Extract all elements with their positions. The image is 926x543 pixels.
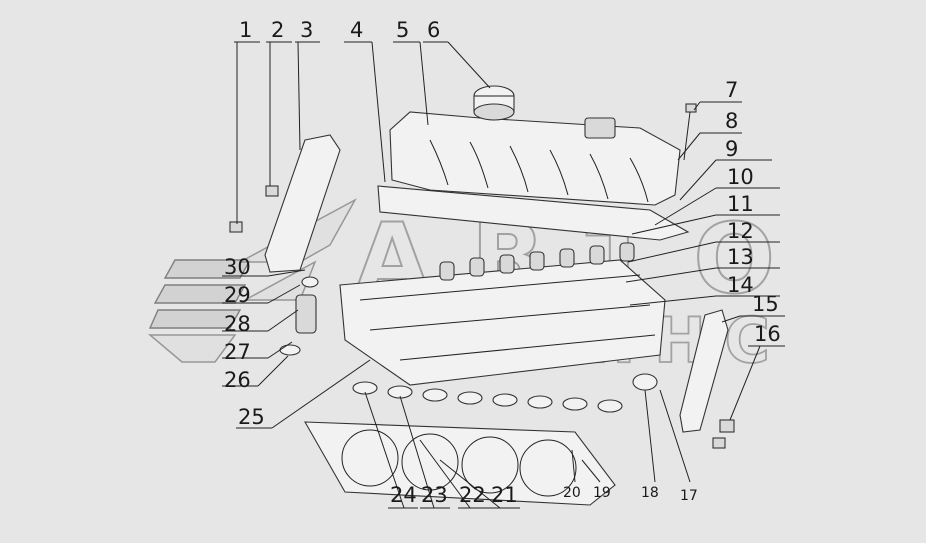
valve-seal-row bbox=[352, 373, 658, 413]
callout-15: 15 bbox=[752, 292, 779, 316]
cover-gasket bbox=[377, 185, 690, 241]
lifting-bracket-left bbox=[264, 134, 341, 273]
callout-13: 13 bbox=[727, 245, 754, 269]
callout-21: 21 bbox=[491, 483, 518, 507]
oil-filler-cap bbox=[473, 85, 515, 121]
watermark-stripe bbox=[148, 309, 242, 329]
callout-3: 3 bbox=[300, 18, 313, 42]
callout-8: 8 bbox=[725, 109, 738, 133]
callout-19: 19 bbox=[593, 485, 611, 501]
bolt-16 bbox=[719, 419, 735, 433]
lifting-bracket-right bbox=[679, 309, 729, 433]
callout-14: 14 bbox=[727, 273, 754, 297]
valve-spring-row bbox=[439, 242, 635, 281]
callout-28: 28 bbox=[224, 312, 251, 336]
callout-4: 4 bbox=[350, 18, 363, 42]
callout-20: 20 bbox=[563, 485, 581, 501]
callout-18: 18 bbox=[641, 485, 659, 501]
callout-24: 24 bbox=[390, 483, 417, 507]
bolt-1 bbox=[229, 221, 243, 233]
callout-23: 23 bbox=[421, 483, 448, 507]
callout-11: 11 bbox=[727, 192, 754, 216]
callout-6: 6 bbox=[427, 18, 440, 42]
watermark-stripe bbox=[163, 259, 252, 279]
callout-16: 16 bbox=[754, 322, 781, 346]
watermark-stripe bbox=[147, 334, 237, 363]
callout-25: 25 bbox=[238, 405, 265, 429]
callout-5: 5 bbox=[396, 18, 409, 42]
callout-12: 12 bbox=[727, 219, 754, 243]
cylinder-head bbox=[339, 259, 666, 386]
callout-30: 30 bbox=[224, 255, 251, 279]
cover-bolt bbox=[683, 103, 697, 161]
bolt-2 bbox=[265, 185, 279, 197]
callout-26: 26 bbox=[224, 368, 251, 392]
callout-10: 10 bbox=[727, 165, 754, 189]
valve-cover bbox=[389, 111, 681, 206]
callout-27: 27 bbox=[224, 340, 251, 364]
callout-22: 22 bbox=[459, 483, 486, 507]
leader-lines bbox=[222, 41, 785, 509]
bolt-16b bbox=[712, 437, 726, 449]
callout-7: 7 bbox=[725, 78, 738, 102]
callout-9: 9 bbox=[725, 137, 738, 161]
callout-labels: 1 2 3 4 5 6 7 8 9 10 11 12 13 14 15 16 1… bbox=[224, 18, 781, 507]
callout-1: 1 bbox=[239, 18, 252, 42]
callout-17: 17 bbox=[680, 488, 698, 504]
callout-2: 2 bbox=[271, 18, 284, 42]
callout-29: 29 bbox=[224, 283, 251, 307]
